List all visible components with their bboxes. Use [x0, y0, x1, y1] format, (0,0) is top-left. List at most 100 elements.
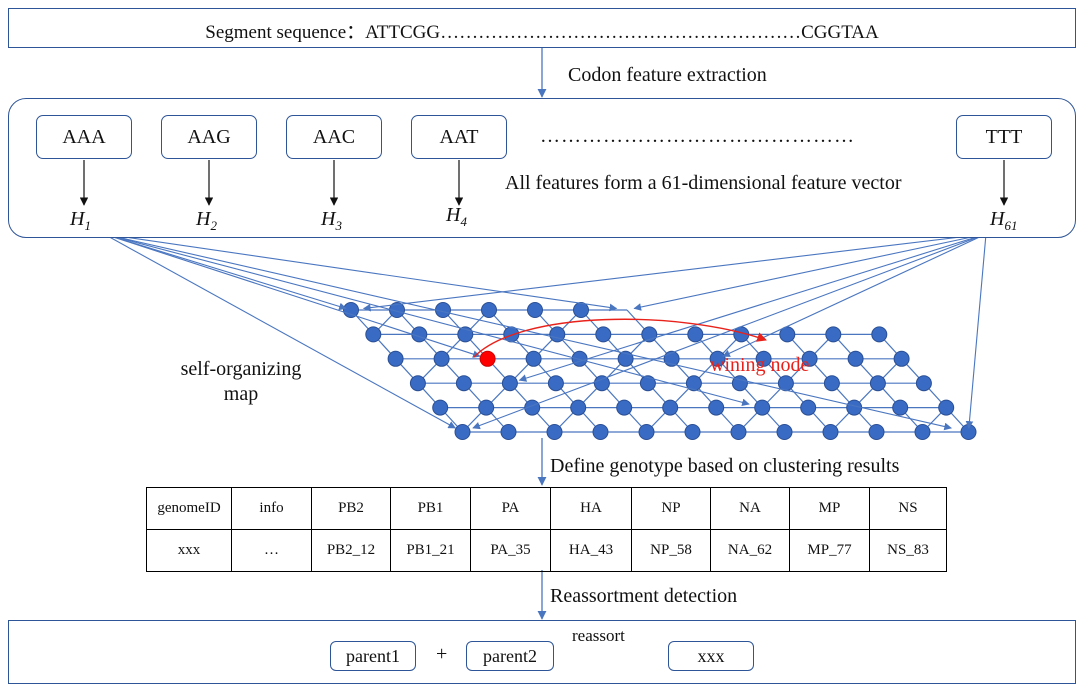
winning-node-label: wining node: [710, 354, 810, 376]
som-node: [869, 375, 886, 392]
feature-extraction-panel: [8, 98, 1076, 238]
som-grid: [343, 302, 977, 440]
table-cell: …: [231, 529, 312, 572]
som-node: [892, 399, 909, 416]
som-node: [546, 424, 563, 440]
h1-connection: [103, 233, 347, 311]
som-node: [938, 399, 955, 416]
som-node: [409, 375, 426, 392]
feature-h1: H1: [70, 208, 91, 233]
som-node: [525, 350, 542, 367]
som-node: [432, 399, 449, 416]
segment-sequence-text: Segment sequence：ATTCGG………………………………………………: [205, 22, 879, 43]
som-node: [455, 375, 472, 392]
table-cell: PB1_21: [390, 529, 471, 572]
codon-extraction-label: Codon feature extraction: [568, 64, 767, 86]
genotype-label: Define genotype based on clustering resu…: [550, 455, 900, 477]
som-node: [684, 424, 701, 440]
som-node: [755, 350, 772, 367]
table-header-cell: info: [231, 487, 312, 530]
h61-connection: [472, 233, 987, 430]
som-node: [573, 302, 589, 318]
som-node: [915, 375, 932, 392]
feature-h4: H4: [446, 204, 467, 229]
table-header-cell: PB2: [311, 487, 391, 530]
som-node: [595, 326, 612, 343]
som-label: self-organizing map: [180, 358, 302, 405]
codon-ellipsis: ………………………………………: [540, 125, 855, 147]
som-node: [616, 399, 633, 416]
som-node: [685, 375, 702, 392]
som-node: [365, 326, 382, 343]
som-node: [478, 399, 495, 416]
som-node: [454, 424, 471, 440]
h1-connection: [103, 233, 481, 358]
reassortment-detection-label: Reassortment detection: [550, 585, 738, 607]
feature-h2: H2: [196, 208, 217, 233]
table-cell: NS_83: [869, 529, 947, 572]
parent2-box: parent2: [466, 641, 554, 671]
table-cell: PB2_12: [311, 529, 391, 572]
table-header-cell: HA: [550, 487, 632, 530]
codon-box-aag: AAG: [161, 115, 257, 159]
som-node: [800, 399, 817, 416]
feature-h3: H3: [321, 208, 342, 233]
table-cell: NA_62: [710, 529, 790, 572]
som-node: [617, 350, 634, 367]
som-node: [731, 375, 748, 392]
codon-box-aac: AAC: [286, 115, 382, 159]
som-node: [708, 399, 725, 416]
som-node: [687, 326, 704, 343]
feature-vector-caption: All features form a 61-dimensional featu…: [505, 172, 902, 194]
som-node: [662, 399, 679, 416]
codon-box-ttt: TTT: [956, 115, 1052, 159]
som-node: [871, 326, 888, 343]
table-cell: NP_58: [631, 529, 711, 572]
som-node: [801, 350, 818, 367]
h1-connection: [103, 233, 457, 429]
h61-connection: [633, 233, 987, 311]
result-box: xxx: [668, 641, 754, 671]
table-header-cell: NS: [869, 487, 947, 530]
winning-node: [479, 350, 496, 367]
table-header-row: genomeID info PB2 PB1 PA HA NP NA MP NS: [146, 487, 947, 530]
segment-sequence-box: Segment sequence：ATTCGG………………………………………………: [8, 8, 1076, 48]
som-node: [387, 350, 404, 367]
genotype-table: genomeID info PB2 PB1 PA HA NP NA MP NS …: [146, 487, 947, 572]
som-node: [776, 424, 793, 440]
som-node: [893, 350, 910, 367]
table-cell: HA_43: [550, 529, 632, 572]
table-row: xxx … PB2_12 PB1_21 PA_35 HA_43 NP_58 NA…: [146, 529, 947, 572]
table-header-cell: PB1: [390, 487, 471, 530]
h61-connection: [965, 233, 987, 429]
som-node: [663, 350, 680, 367]
h61-connection: [518, 233, 987, 382]
som-node: [501, 375, 518, 392]
table-cell: xxx: [146, 529, 232, 572]
codon-box-aat: AAT: [411, 115, 507, 159]
som-node: [822, 424, 839, 440]
som-node: [433, 350, 450, 367]
som-node: [823, 375, 840, 392]
som-node: [914, 424, 931, 440]
som-node: [500, 424, 517, 440]
som-node: [639, 375, 656, 392]
som-node: [570, 399, 587, 416]
h1-connection: [103, 233, 952, 431]
som-node: [592, 424, 609, 440]
reassort-label: reassort: [572, 626, 625, 645]
table-header-cell: genomeID: [146, 487, 232, 530]
table-header-cell: MP: [789, 487, 870, 530]
som-node: [709, 350, 726, 367]
h1-connection: [103, 233, 618, 312]
som-node: [527, 302, 543, 318]
som-node: [547, 375, 564, 392]
som-node: [847, 350, 864, 367]
h61-connection: [362, 233, 987, 312]
plus-sign: +: [436, 643, 448, 665]
som-node: [481, 302, 497, 318]
codon-box-aaa: AAA: [36, 115, 132, 159]
som-node: [730, 424, 747, 440]
